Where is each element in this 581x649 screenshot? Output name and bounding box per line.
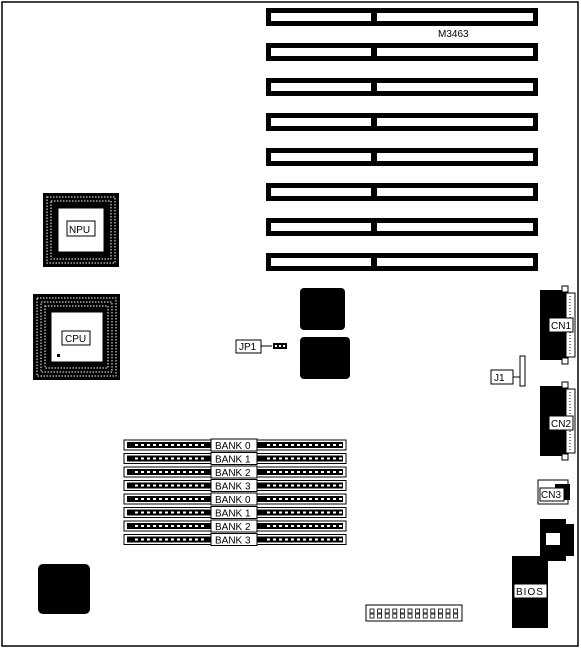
bank-label: BANK 2 xyxy=(215,468,251,479)
cn1-connector: CN1 xyxy=(540,285,576,365)
simm-socket: BANK 2 xyxy=(123,465,347,479)
expansion-slot xyxy=(266,113,538,131)
expansion-slot xyxy=(266,78,538,96)
simm-socket: BANK 3 xyxy=(123,533,347,547)
npu-label: NPU xyxy=(69,225,90,236)
bank-label: BANK 0 xyxy=(215,441,251,452)
cpu-socket: CPU xyxy=(33,294,120,380)
simm-banks: BANK 0 BANK 1 BANK 2 BANK 3 BANK 0 BANK 1 BANK… xyxy=(123,438,347,547)
keyboard-connector xyxy=(540,519,574,561)
chipset-chip-upper xyxy=(300,288,345,330)
bios-label: BIOS xyxy=(516,587,544,598)
bank-label: BANK 1 xyxy=(215,509,251,520)
expansion-slot xyxy=(266,218,538,236)
expansion-slots xyxy=(266,8,538,271)
bank-label: BANK 0 xyxy=(215,495,251,506)
npu-socket: NPU xyxy=(43,193,119,267)
expansion-slot xyxy=(266,253,538,271)
large-chip-bottom-left xyxy=(38,564,90,614)
simm-socket: BANK 3 xyxy=(123,479,347,493)
model-label: M3463 xyxy=(438,29,469,40)
cn3-label: CN3 xyxy=(541,490,561,501)
bank-label: BANK 2 xyxy=(215,522,251,533)
bank-label: BANK 3 xyxy=(215,482,251,493)
cn2-label: CN2 xyxy=(551,419,571,430)
expansion-slot xyxy=(266,148,538,166)
bios-chip: BIOS xyxy=(512,556,548,628)
pin-header xyxy=(365,604,463,622)
expansion-slot xyxy=(266,183,538,201)
cpu-label: CPU xyxy=(65,334,86,345)
j1-connector: J1 xyxy=(490,355,526,387)
jp1-jumper: JP1 xyxy=(235,339,287,354)
jp1-label: JP1 xyxy=(239,342,257,353)
bank-label: BANK 1 xyxy=(215,455,251,466)
bank-label: BANK 3 xyxy=(215,536,251,547)
j1-label: J1 xyxy=(494,373,505,384)
simm-socket: BANK 0 xyxy=(123,492,347,506)
chipset-chip-lower xyxy=(300,337,350,379)
cn3-connector: CN3 xyxy=(537,479,570,505)
expansion-slot xyxy=(266,43,538,61)
simm-socket: BANK 1 xyxy=(123,452,347,466)
expansion-slot xyxy=(266,8,538,26)
cn2-connector: CN2 xyxy=(540,381,576,461)
simm-socket: BANK 2 xyxy=(123,519,347,533)
cn1-label: CN1 xyxy=(551,321,571,332)
simm-socket: BANK 0 xyxy=(123,438,347,452)
simm-socket: BANK 1 xyxy=(123,506,347,520)
